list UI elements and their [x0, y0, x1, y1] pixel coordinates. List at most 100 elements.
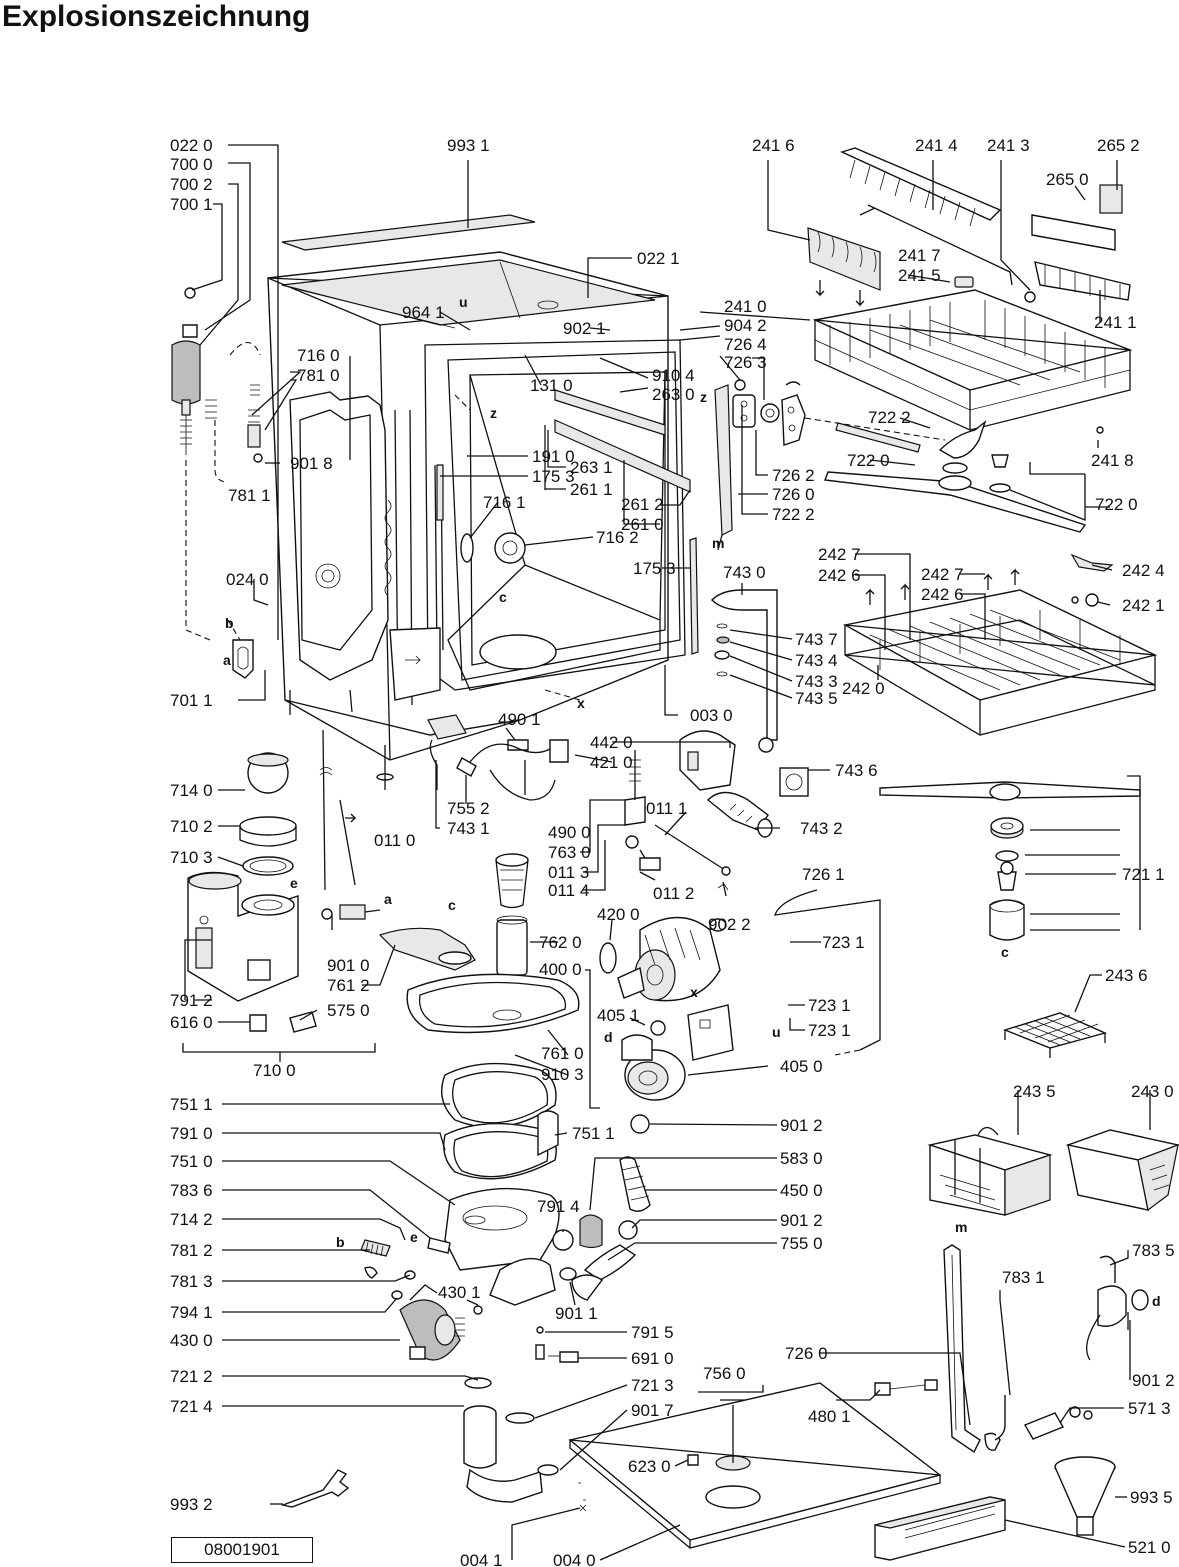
label-2652: 265 2: [1097, 136, 1140, 155]
label-7941: 794 1: [170, 1303, 213, 1322]
label-4000: 400 0: [539, 960, 582, 979]
label-5750: 575 0: [327, 1001, 370, 1020]
label-7550: 755 0: [780, 1234, 823, 1253]
label-7260a: 726 0: [772, 485, 815, 504]
label-7511b: 751 1: [572, 1124, 615, 1143]
label-7220b: 722 0: [1095, 495, 1138, 514]
letter-x2: x: [690, 984, 698, 1000]
label-7260b: 726 0: [785, 1344, 828, 1363]
label-7161: 716 1: [483, 493, 526, 512]
label-2612: 261 2: [621, 495, 664, 514]
label-7142: 714 2: [170, 1210, 213, 1229]
label-2610: 261 0: [621, 515, 664, 534]
softener-assembly: [182, 714, 467, 1062]
label-7100: 710 0: [253, 1061, 296, 1080]
label-7552a: 755 2: [447, 799, 490, 818]
lower-basket: [842, 553, 1158, 736]
label-2411: 241 1: [1094, 313, 1137, 332]
label-7264: 726 4: [724, 335, 767, 354]
label-7222a: 722 2: [772, 505, 815, 524]
letter-c1: c: [499, 589, 507, 605]
label-5713: 571 3: [1128, 1399, 1171, 1418]
label-7810: 781 0: [297, 366, 340, 385]
lower-spray-arm: [879, 781, 1141, 941]
label-7000: 700 0: [170, 155, 213, 174]
label-1753a: 175 3: [532, 467, 575, 486]
label-2631: 263 1: [570, 458, 613, 477]
label-7214: 721 4: [170, 1397, 213, 1416]
label-9042: 904 2: [724, 316, 767, 335]
letter-u1: u: [459, 294, 468, 310]
label-0220: 022 0: [170, 136, 213, 155]
label-7160: 716 0: [297, 346, 340, 365]
label-9011: 901 1: [555, 1304, 598, 1323]
label-7910: 791 0: [170, 1124, 213, 1143]
reference-letters: a b c e a c x z z u m c d x u b e m d: [223, 294, 1161, 1309]
label-4210: 421 0: [590, 753, 633, 772]
label-1753b: 175 3: [633, 559, 676, 578]
label-7630: 763 0: [548, 843, 591, 862]
label-9021: 902 1: [563, 319, 606, 338]
label-6230: 623 0: [628, 1457, 671, 1476]
label-7620: 762 0: [539, 933, 582, 952]
label-0040: 004 0: [553, 1551, 596, 1567]
label-2413: 241 3: [987, 136, 1030, 155]
label-7510: 751 0: [170, 1152, 213, 1171]
label-9018: 901 8: [290, 454, 333, 473]
label-2420: 242 0: [842, 679, 885, 698]
label-5830: 583 0: [780, 1149, 823, 1168]
label-7437: 743 7: [795, 630, 838, 649]
label-2415: 241 5: [898, 266, 941, 285]
letter-a2: a: [384, 891, 392, 907]
label-7222b: 722 2: [868, 408, 911, 427]
letter-d1: d: [604, 1029, 613, 1045]
label-7231b: 723 1: [808, 996, 851, 1015]
label-2418: 241 8: [1091, 451, 1134, 470]
label-4500: 450 0: [780, 1181, 823, 1200]
label-0240: 024 0: [226, 570, 269, 589]
label-5210: 521 0: [1128, 1538, 1171, 1557]
label-4900: 490 0: [548, 823, 591, 842]
label-7140: 714 0: [170, 781, 213, 800]
document-id-box: 08001901: [171, 1537, 313, 1563]
label-2426a: 242 6: [818, 566, 861, 585]
label-9012b: 901 2: [780, 1211, 823, 1230]
filter-sump-parts: [360, 853, 734, 1503]
upper-spray-arm: [824, 419, 1104, 533]
label-0041: 004 1: [460, 1551, 503, 1567]
leader-lines: [184, 144, 1151, 1561]
label-4050: 405 0: [780, 1057, 823, 1076]
letter-c2: c: [448, 897, 456, 913]
label-4420: 442 0: [590, 733, 633, 752]
label-7915: 791 5: [631, 1323, 674, 1342]
letter-b1: b: [225, 615, 234, 631]
part-labels: 022 0 700 0 700 2 700 1 993 1 022 1 964 …: [170, 136, 1175, 1567]
label-7560: 756 0: [703, 1364, 746, 1383]
label-4901: 490 1: [498, 710, 541, 729]
label-7220a: 722 0: [847, 451, 890, 470]
label-7433: 743 3: [795, 672, 838, 691]
letter-e1: e: [290, 875, 298, 891]
label-9104: 910 4: [652, 366, 695, 385]
label-6160: 616 0: [170, 1013, 213, 1032]
label-7262: 726 2: [772, 466, 815, 485]
label-7261: 726 1: [802, 865, 845, 884]
label-2430: 243 0: [1131, 1082, 1174, 1101]
page-title: Explosionszeichnung: [2, 0, 311, 33]
label-2435: 243 5: [1013, 1082, 1056, 1101]
letter-u2: u: [772, 1024, 781, 1040]
letter-a1: a: [223, 652, 231, 668]
label-7811: 781 1: [228, 486, 271, 505]
label-7011: 701 1: [170, 691, 213, 710]
label-9932: 993 2: [170, 1495, 213, 1514]
label-0114: 011 4: [548, 881, 589, 900]
letter-m1: m: [712, 535, 724, 551]
base-plate: [280, 1379, 1116, 1561]
label-1910: 191 0: [532, 447, 575, 466]
label-7231a: 723 1: [822, 933, 865, 952]
label-9012a: 901 2: [780, 1116, 823, 1135]
cutlery-baskets: [927, 1012, 1179, 1216]
label-7213: 721 3: [631, 1376, 674, 1395]
label-7263: 726 3: [724, 353, 767, 372]
